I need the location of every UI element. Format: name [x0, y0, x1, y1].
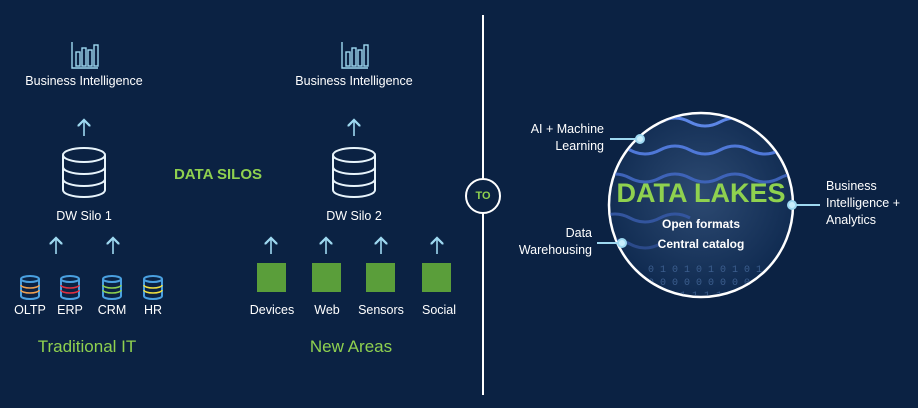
- source-label: OLTP: [14, 303, 46, 317]
- binary-pattern: 0 1 0 1 0 1 0 1 0 1 0 0 0 0 0 0 0 0 0 0 …: [648, 265, 774, 302]
- bar-chart-icon: [71, 42, 99, 69]
- feature-central-catalog: Central catalog: [657, 237, 745, 251]
- web-icon: [312, 263, 341, 292]
- source-label: ERP: [57, 303, 83, 317]
- source-label: Sensors: [358, 303, 404, 317]
- arrows: [56, 120, 437, 254]
- data-lakes-title: DATA LAKES: [616, 178, 786, 208]
- bi-label-1: Business Intelligence: [25, 74, 143, 88]
- connectors: [597, 134, 820, 248]
- bi-label-2: Business Intelligence: [295, 74, 413, 88]
- source-label: HR: [143, 303, 163, 317]
- dw-silo-1-label: DW Silo 1: [56, 209, 112, 223]
- data-warehousing-label: Data Warehousing: [518, 226, 592, 257]
- small-database-icon: [20, 275, 40, 300]
- small-database-icon: [102, 275, 122, 300]
- bi-analytics-label: Business Intelligence + Analytics: [826, 179, 901, 227]
- social-icon: [422, 263, 451, 292]
- dw-silo-2-label: DW Silo 2: [326, 209, 382, 223]
- svg-text:0 0 0 0 0 0 0 0 0 0 0: 0 0 0 0 0 0 0 0 0 0 0: [648, 278, 774, 289]
- traditional-it-label: Traditional IT: [37, 337, 137, 356]
- database-icon: [332, 147, 376, 198]
- devices-icon: [257, 263, 286, 292]
- feature-open-formats: Open formats: [661, 217, 741, 231]
- database-icon: [62, 147, 106, 198]
- ai-ml-label: AI + Machine Learning: [530, 122, 604, 153]
- bar-chart-icon: [341, 42, 369, 69]
- sensors-icon: [366, 263, 395, 292]
- svg-text:0 1 0 1 0 1 0 1 0 1 0: 0 1 0 1 0 1 0 1 0 1 0: [648, 265, 774, 276]
- to-badge: [465, 178, 501, 214]
- new-areas-label: New Areas: [309, 337, 393, 356]
- data-silos-title: DATA SILOS: [173, 166, 263, 183]
- source-label: CRM: [97, 303, 127, 317]
- source-label: Devices: [249, 303, 295, 317]
- to-label: TO: [475, 190, 491, 202]
- small-database-icon: [143, 275, 163, 300]
- svg-text:1 1 1 1 1 1 1: 1 1 1 1 1 1 1: [668, 291, 746, 302]
- small-database-icon: [60, 275, 80, 300]
- source-label: Web: [314, 303, 340, 317]
- source-label: Social: [421, 303, 457, 317]
